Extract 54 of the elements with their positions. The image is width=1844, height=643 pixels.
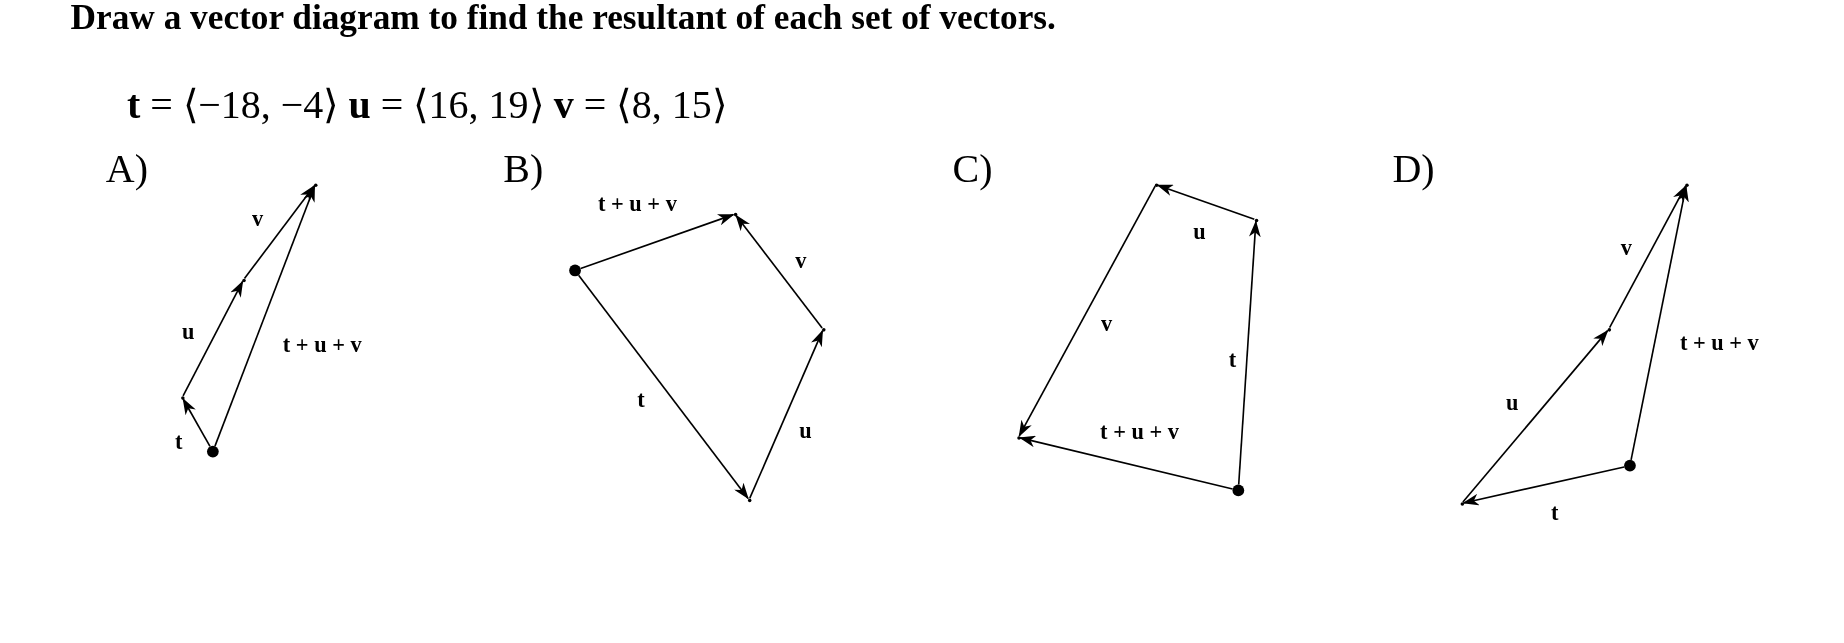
vector-label: t + u + v <box>1679 331 1759 354</box>
vector-label: u <box>1193 220 1206 243</box>
vector-label: u <box>799 419 812 442</box>
vertex-point <box>733 212 737 216</box>
vertex-point <box>180 395 185 400</box>
vector-arrow <box>735 214 823 329</box>
vector-arrow <box>1018 185 1156 437</box>
vector-label: t <box>1228 348 1237 372</box>
vertex-point <box>747 498 751 502</box>
vector-arrow <box>182 398 211 448</box>
vector-label: t <box>175 429 183 453</box>
vector-arrow <box>182 280 244 397</box>
vector-label: v <box>251 207 264 230</box>
option-letter: A) <box>105 149 149 190</box>
vector-arrow <box>579 213 735 270</box>
vector-arrow <box>577 274 749 500</box>
vector-label: u <box>181 320 195 343</box>
vector-label: t + u + v <box>597 192 677 215</box>
vector-label: t + u + v <box>282 333 362 356</box>
vertex-point <box>241 278 246 282</box>
vector-arrow <box>1237 220 1261 486</box>
start-dot <box>207 445 219 458</box>
vertex-point <box>1254 218 1258 222</box>
title: Draw a vector diagram to find the resultant of each set of vectors. <box>70 0 1056 36</box>
option-letter: B) <box>503 149 544 190</box>
vector-label: t <box>1550 501 1559 524</box>
vector-label: v <box>795 248 807 272</box>
vector-label: t <box>637 388 645 411</box>
vector-arrow <box>749 329 824 499</box>
vector-arrow <box>214 185 316 447</box>
start-dot <box>569 264 581 277</box>
vector-arrow <box>243 185 315 280</box>
vector-definitions: t = ⟨−18, −4⟩ u = ⟨16, 19⟩ v = ⟨8, 15⟩ <box>127 84 727 125</box>
vertex-point <box>1016 435 1021 440</box>
vector-arrow <box>1019 435 1234 490</box>
vector-arrow <box>1630 185 1689 461</box>
vertex-point <box>821 327 825 332</box>
start-dot <box>1232 484 1245 497</box>
vertex-point <box>1684 182 1689 187</box>
vertex-point <box>1607 327 1611 332</box>
vector-arrow <box>1608 185 1687 329</box>
vertex-point <box>313 182 317 187</box>
vector-label: t + u + v <box>1100 420 1179 443</box>
vector-label: v <box>1101 312 1113 335</box>
start-dot <box>1624 459 1636 472</box>
vector-arrow <box>1462 466 1626 506</box>
vertex-point <box>1154 182 1158 187</box>
option-letter: D) <box>1392 149 1435 190</box>
vector-arrow <box>1462 329 1609 503</box>
vertex-point <box>1460 501 1464 506</box>
vector-arrow <box>1156 184 1256 221</box>
vector-label: u <box>1506 391 1519 414</box>
option-letter: C) <box>952 149 993 190</box>
vector-label: v <box>1620 235 1632 259</box>
